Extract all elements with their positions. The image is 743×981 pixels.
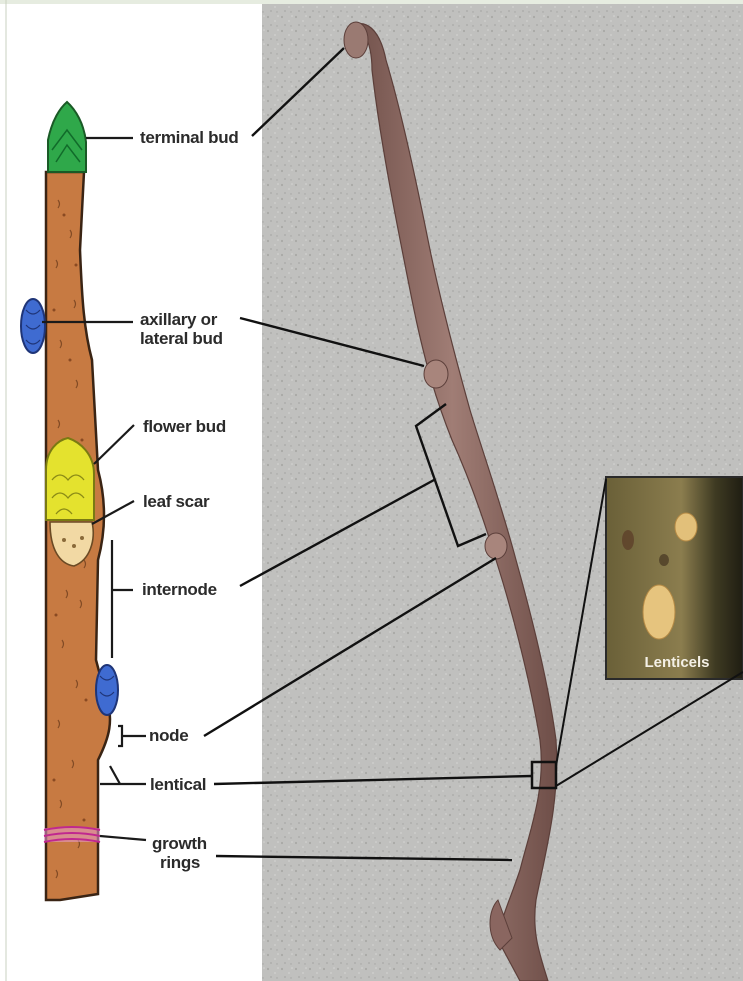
label-axillary-bud: axillary or lateral bud: [140, 310, 223, 348]
lenticels-inset: [606, 477, 743, 679]
label-growth-rings: growth rings: [152, 834, 207, 872]
illustrated-stem: [21, 102, 118, 900]
label-node: node: [149, 726, 188, 745]
label-lentical: lentical: [150, 775, 206, 794]
label-flower-bud: flower bud: [143, 417, 226, 436]
axillary-bud-shape: [21, 299, 45, 353]
label-axillary-bud-line2: lateral bud: [140, 329, 223, 348]
label-axillary-bud-line1: axillary or: [140, 310, 223, 329]
inset-caption: Lenticels: [612, 654, 742, 671]
growth-rings-shape: [44, 827, 100, 842]
label-internode: internode: [142, 580, 217, 599]
label-growth-rings-line1: growth: [152, 834, 207, 853]
label-growth-rings-line2: rings: [152, 853, 207, 872]
label-leaf-scar: leaf scar: [143, 492, 209, 511]
label-terminal-bud: terminal bud: [140, 128, 238, 147]
lower-lateral-bud-shape: [96, 665, 118, 715]
